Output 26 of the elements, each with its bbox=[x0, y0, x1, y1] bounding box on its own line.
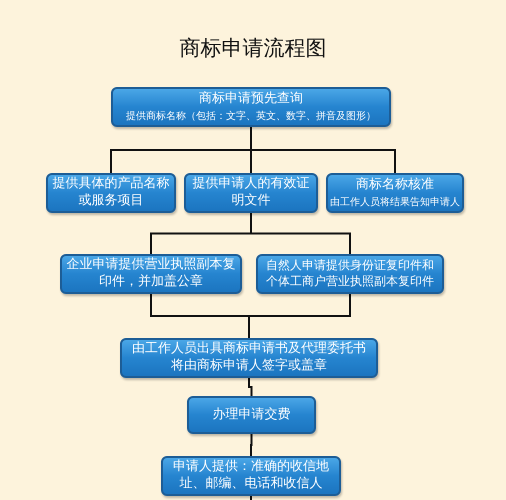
connector-line bbox=[248, 378, 252, 396]
connector-line bbox=[248, 294, 351, 338]
process-box bbox=[120, 338, 378, 378]
diagram-title: 商标申请流程图 bbox=[178, 35, 328, 62]
process-box bbox=[256, 254, 444, 294]
step-text: 申请人提供：准确的收信地址、邮编、电话和收信人 bbox=[172, 459, 330, 493]
process-box bbox=[187, 396, 316, 434]
connector-line bbox=[250, 434, 252, 456]
step-note: 由工作人员将结果告知申请人 bbox=[330, 196, 460, 209]
step-text: 提供申请人的有效证明文件 bbox=[192, 176, 310, 210]
step-note: 提供商标名称（包括：文字、英文、数字、拼音及图形） bbox=[126, 110, 376, 123]
connector-line bbox=[250, 496, 252, 500]
step-text: 办理申请交费 bbox=[212, 406, 290, 424]
step-text: 提供具体的产品名称或服务项目 bbox=[52, 176, 170, 210]
process-box bbox=[111, 87, 391, 127]
connector-line bbox=[250, 127, 396, 173]
step-text: 自然人申请提供身份证复印件和个体工商户营业执照副本复印件 bbox=[265, 258, 435, 290]
step-text: 商标申请预先查询 bbox=[199, 91, 303, 108]
process-box bbox=[161, 456, 341, 496]
process-box bbox=[46, 173, 176, 213]
step-text: 由工作人员出具商标申请书及代理委托书将由商标申请人签字或盖章 bbox=[131, 341, 367, 375]
process-box bbox=[60, 254, 242, 294]
process-box bbox=[326, 173, 464, 213]
step-text: 企业申请提供营业执照副本复印件，并加盖公章 bbox=[66, 257, 236, 291]
process-box bbox=[184, 173, 318, 213]
step-text: 商标名称核准 bbox=[356, 177, 434, 194]
